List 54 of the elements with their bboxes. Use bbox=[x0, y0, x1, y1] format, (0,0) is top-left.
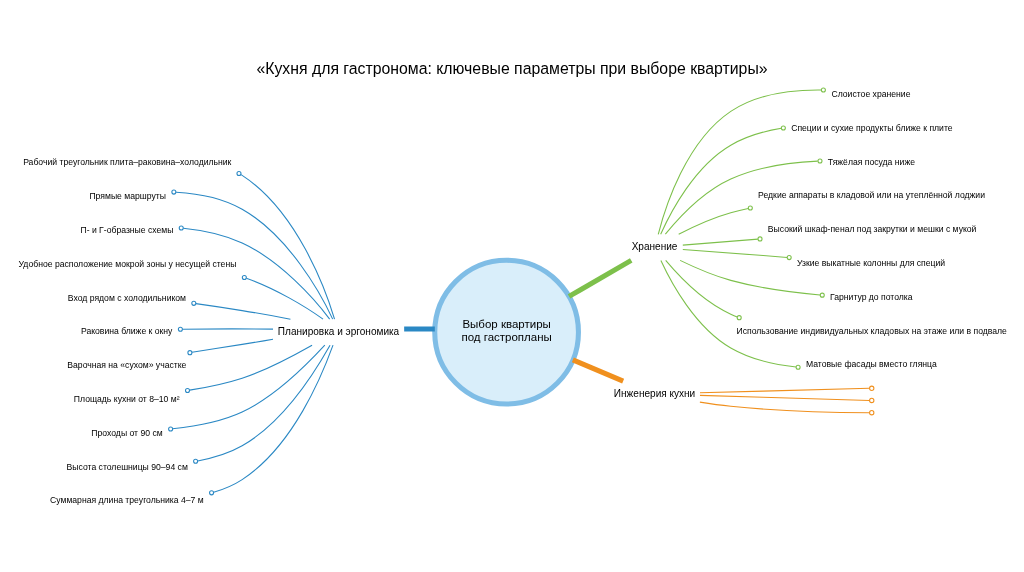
node-circle: Выбор квартиры под гастропланы bbox=[432, 257, 581, 407]
node-circle bbox=[869, 397, 875, 403]
node-text: Редкие аппараты в кладовой или на утеплённой лоджии bbox=[758, 189, 985, 200]
connector bbox=[236, 170, 336, 320]
connector bbox=[209, 344, 334, 495]
connector bbox=[241, 274, 324, 320]
connector bbox=[187, 338, 274, 355]
node-text: Высокий шкаф-пенал под закрутки и мешки с мукой bbox=[767, 223, 977, 234]
connector bbox=[679, 259, 825, 298]
node-circle bbox=[869, 385, 875, 391]
connector bbox=[177, 326, 274, 332]
node-text: Высота столешницы 90–94 см bbox=[66, 461, 188, 472]
connector bbox=[404, 325, 435, 331]
connector bbox=[191, 300, 291, 320]
connector bbox=[184, 344, 313, 393]
connector bbox=[682, 235, 763, 246]
node-text: П- и Г-образные схемы bbox=[80, 224, 174, 235]
node-circle bbox=[869, 409, 875, 415]
node-text: Слоистое хранение bbox=[831, 88, 911, 99]
node-text: Матовые фасады вместо глянца bbox=[805, 358, 937, 369]
node-text: Площадь кухни от 8–10 м² bbox=[73, 393, 180, 404]
node-text: Варочная на «сухом» участке bbox=[67, 359, 187, 370]
connector bbox=[699, 394, 870, 401]
connector bbox=[665, 259, 742, 320]
node-text: Удобное расположение мокрой зоны у несущей стены bbox=[18, 258, 237, 269]
node-text: Хранение bbox=[631, 240, 678, 252]
connector bbox=[571, 357, 625, 383]
node-text: Узкие выкатные колонны для специй bbox=[796, 257, 946, 268]
connector bbox=[682, 248, 792, 260]
connector bbox=[660, 259, 801, 370]
connector bbox=[168, 344, 326, 432]
node-text: Инженерия кухни bbox=[613, 387, 696, 399]
node-text: Суммарная длина треугольника 4–7 м bbox=[50, 494, 204, 505]
node-text: Раковина ближе к окну bbox=[80, 325, 173, 336]
connector bbox=[699, 401, 870, 413]
connector bbox=[699, 387, 870, 393]
node-text: Вход рядом с холодильником bbox=[67, 292, 187, 303]
connector bbox=[657, 87, 826, 235]
node-text: Проходы от 90 см bbox=[91, 427, 163, 438]
node-text: Планировка и эргономика bbox=[277, 325, 400, 337]
connector bbox=[660, 124, 786, 235]
connector bbox=[664, 158, 823, 235]
connector bbox=[567, 257, 633, 299]
connector bbox=[193, 344, 331, 464]
node-text: Гарнитур до потолка bbox=[830, 291, 913, 302]
connector bbox=[171, 189, 334, 320]
node-text: Прямые маршруты bbox=[89, 190, 166, 201]
node-text: Рабочий треугольник плита–раковина–холодильник bbox=[23, 156, 232, 167]
connector bbox=[178, 225, 331, 320]
node-text: Использование индивидуальных кладовых на этаже или в подвале bbox=[736, 325, 1007, 336]
connector bbox=[678, 204, 753, 235]
node-text: Тяжёлая посуда ниже bbox=[827, 156, 915, 167]
node-text: Специи и сухие продукты ближе к плите bbox=[791, 122, 953, 133]
diagram-title: «Кухня для гастронома: ключевые параметры при выборе квартиры» bbox=[256, 59, 768, 77]
